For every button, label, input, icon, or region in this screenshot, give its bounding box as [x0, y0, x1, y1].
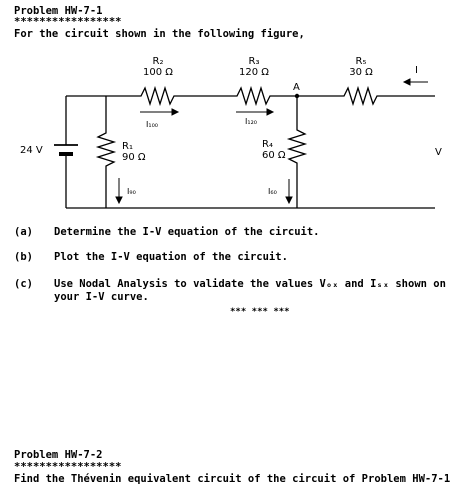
i120-label: I₁₂₀ — [245, 117, 257, 126]
top-wire — [66, 85, 435, 107]
r5-name: R₅ — [355, 56, 367, 67]
question-b-tag: (b) — [14, 251, 33, 263]
r4-value: 60 Ω — [262, 150, 286, 161]
problem2-text: Find the Thévenin equivalent circuit of … — [14, 473, 451, 485]
intro-text: For the circuit shown in the following f… — [14, 28, 305, 40]
question-c-text-line2: your I-V curve. — [54, 291, 149, 303]
node-a-label: A — [293, 82, 300, 93]
r1-name: R₁ — [122, 141, 133, 152]
i90-label: I₉₀ — [127, 187, 136, 196]
r2-name: R₂ — [152, 56, 164, 67]
r1-value: 90 Ω — [122, 152, 146, 163]
i100-label: I₁₀₀ — [146, 120, 158, 129]
source-label: 24 V — [20, 145, 43, 156]
i60-label: I₆₀ — [268, 187, 277, 196]
r2-value: 100 Ω — [143, 67, 173, 78]
problem2-title: Problem HW-7-2 — [14, 449, 103, 461]
question-a-tag: (a) — [14, 226, 33, 238]
voltage-v-label: V — [435, 147, 442, 158]
separator: *** *** *** — [230, 307, 290, 317]
title-rule: ***************** — [14, 16, 122, 28]
question-c-text: Use Nodal Analysis to validate the value… — [54, 278, 446, 290]
problem2-rule: ***************** — [14, 461, 122, 473]
r4-name: R₄ — [262, 139, 273, 150]
problem-title: Problem HW-7-1 — [14, 5, 103, 17]
question-b-text: Plot the I-V equation of the circuit. — [54, 251, 288, 263]
question-a-text: Determine the I-V equation of the circui… — [54, 226, 320, 238]
r5-value: 30 Ω — [349, 67, 373, 78]
r1-resistor — [95, 96, 117, 208]
r3-name: R₃ — [248, 56, 260, 67]
r3-value: 120 Ω — [239, 67, 269, 78]
current-i-label: I — [415, 65, 418, 76]
node-a-dot — [294, 93, 300, 99]
question-c-tag: (c) — [14, 278, 33, 290]
r4-resistor — [286, 96, 308, 208]
